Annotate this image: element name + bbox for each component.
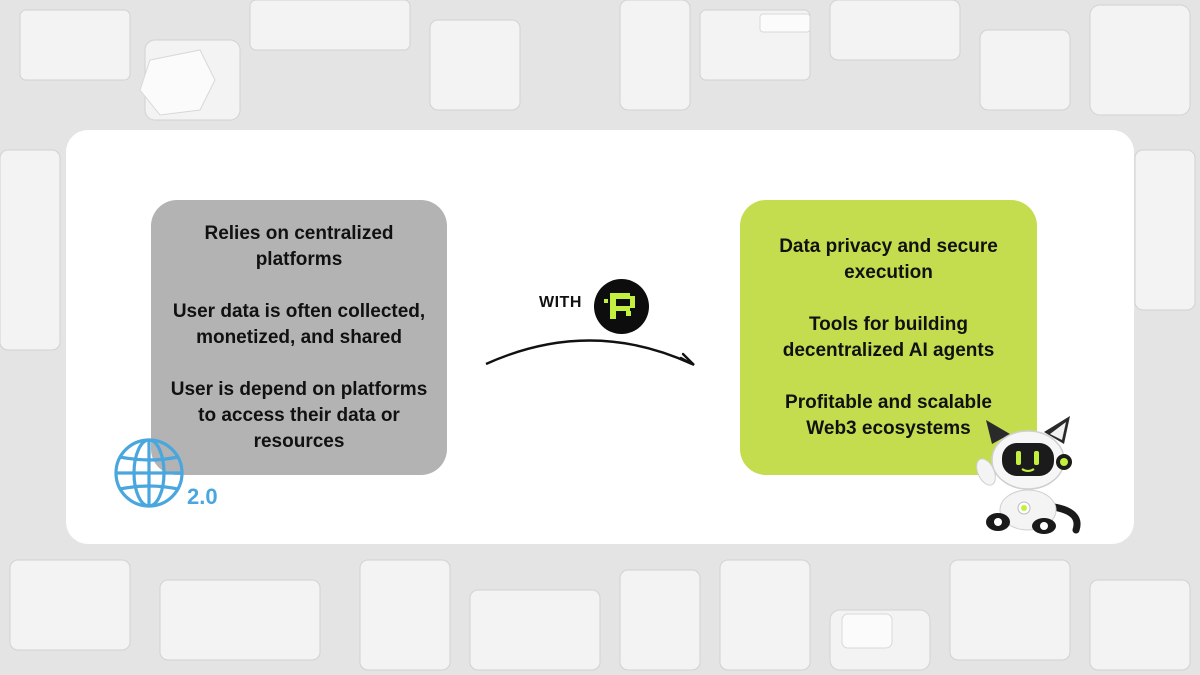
web2-feature-item: User data is often collected, monetized,… xyxy=(172,300,426,348)
web2-feature-item: User is depend on platforms to access th… xyxy=(170,378,428,452)
curved-arrow-icon xyxy=(485,339,695,367)
globe-icon xyxy=(114,438,184,508)
decentralized-feature-item: Profitable and scalable Web3 ecosystems xyxy=(785,391,992,439)
decentralized-features-box: Data privacy and secure execution Tools … xyxy=(740,200,1037,475)
decentralized-feature-item: Tools for building decentralized AI agen… xyxy=(782,313,995,361)
robot-cat-mascot-icon xyxy=(976,416,1081,534)
p-pixel-logo-icon xyxy=(594,279,649,334)
web2-feature-item: Relies on centralized platforms xyxy=(204,222,394,270)
web2-features-box: Relies on centralized platforms User dat… xyxy=(151,200,447,475)
with-label: WITH xyxy=(539,294,582,311)
web2-version-badge: 2.0 xyxy=(187,484,218,509)
decentralized-feature-item: Data privacy and secure execution xyxy=(779,235,998,283)
